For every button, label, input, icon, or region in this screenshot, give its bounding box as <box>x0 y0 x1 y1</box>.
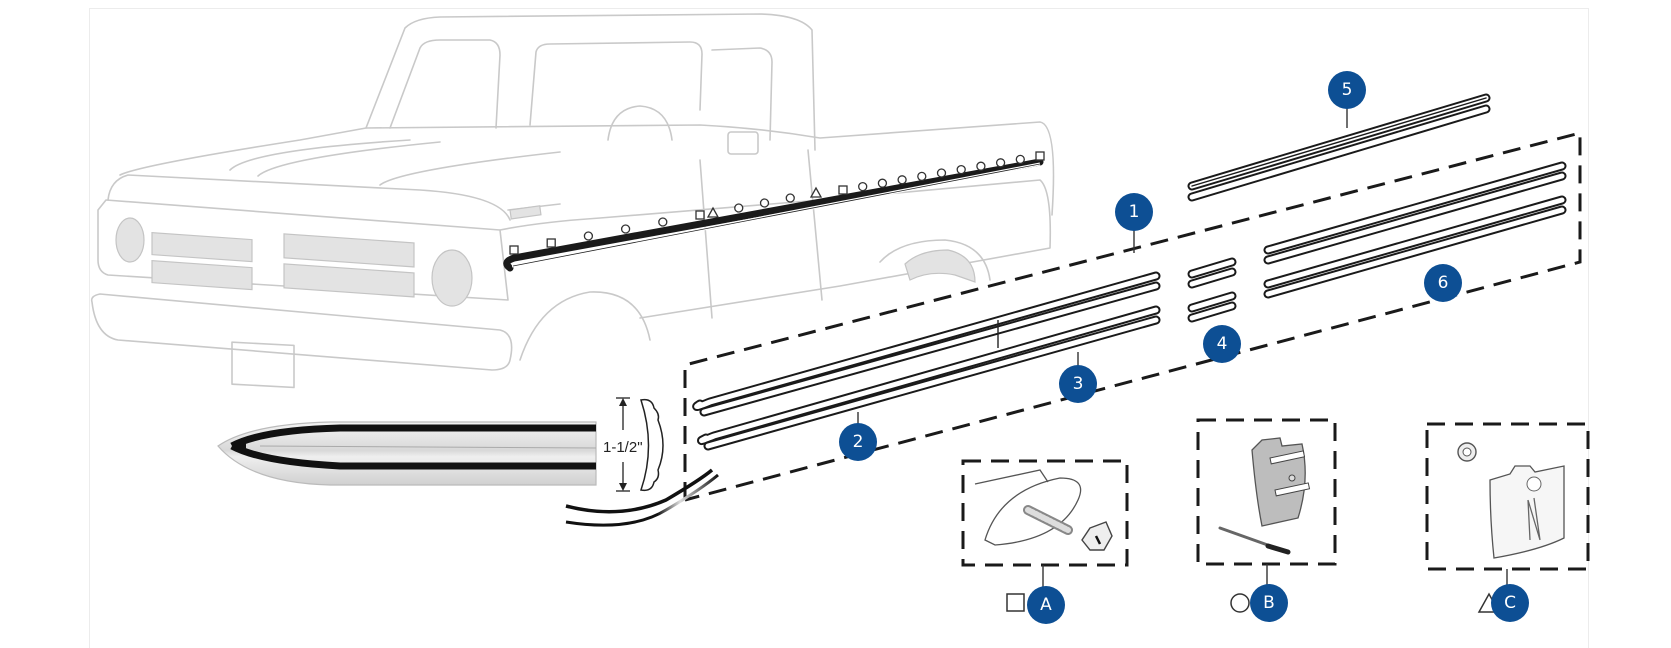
side-mirror <box>727 131 759 155</box>
clip-marker-square-icon <box>546 238 556 248</box>
door-front-edge <box>699 159 713 319</box>
clip-a-label: A <box>1040 595 1052 615</box>
clip-marker-circle-icon <box>956 164 966 175</box>
callout-2-label: 2 <box>853 432 864 452</box>
hood-line <box>119 121 1055 216</box>
callout-3[interactable]: 3 <box>1059 365 1097 403</box>
molding-2-lower <box>697 305 1161 451</box>
clip-a-detail <box>961 459 1129 588</box>
clip-b-label: B <box>1263 593 1275 613</box>
diagram-panel <box>89 8 1589 648</box>
clip-callout-b[interactable]: B <box>1230 584 1288 622</box>
installed-molding <box>503 158 1044 272</box>
cab-outline <box>365 13 816 151</box>
clip-marker-triangle-icon <box>706 206 720 218</box>
callout-5[interactable]: 5 <box>1328 71 1366 109</box>
clip-marker-circle-icon <box>917 171 927 182</box>
clip-position-markers <box>509 151 1045 255</box>
square-marker-icon <box>1006 593 1025 612</box>
clip-marker-square-icon <box>1035 151 1045 161</box>
clip-marker-circle-icon <box>858 181 868 192</box>
windshield-right <box>529 41 703 126</box>
callout-5-label: 5 <box>1342 80 1353 100</box>
molding-5-cab <box>1187 93 1491 202</box>
clip-marker-square-icon <box>695 210 705 220</box>
callout-1-label: 1 <box>1129 202 1140 222</box>
callout-6-label: 6 <box>1438 273 1449 293</box>
clip-marker-circle-icon <box>759 198 770 208</box>
side-window <box>711 47 773 141</box>
clip-marker-circle-icon <box>897 175 907 185</box>
callout-1[interactable]: 1 <box>1115 193 1153 231</box>
clip-callout-c[interactable]: C <box>1477 584 1529 622</box>
clip-marker-circle-icon <box>620 224 631 234</box>
clip-marker-circle-icon <box>583 231 594 241</box>
clip-marker-circle-icon <box>734 203 744 213</box>
clip-marker-circle-icon <box>976 161 986 171</box>
rear-wheel-arch <box>879 239 991 281</box>
molding-closeup <box>217 421 719 527</box>
clip-marker-circle-icon <box>877 178 888 188</box>
callout-4[interactable]: 4 <box>1203 325 1241 363</box>
clip-marker-circle-icon <box>658 217 668 227</box>
clip-c-detail <box>1425 422 1590 588</box>
callout-4-label: 4 <box>1217 334 1228 354</box>
molding-3-upper <box>692 271 1161 417</box>
steering-wheel <box>607 105 673 141</box>
clip-marker-circle-icon <box>936 168 947 178</box>
clip-marker-triangle-icon <box>809 186 823 198</box>
hood-front <box>107 174 511 221</box>
windshield-left <box>389 39 501 129</box>
clip-marker-square-icon <box>838 185 848 195</box>
circle-marker-icon <box>1230 593 1250 613</box>
dimension-indicator: 1-1/2" <box>603 397 664 492</box>
clip-marker-square-icon <box>509 245 519 255</box>
license-plate <box>231 341 295 389</box>
left-headlight <box>115 217 145 263</box>
clip-callout-a[interactable]: A <box>1006 586 1065 624</box>
molding-group-boundary <box>683 131 1582 502</box>
clip-b-detail <box>1196 418 1337 588</box>
molding-6-bed <box>1263 161 1567 299</box>
clip-marker-circle-icon <box>1015 154 1025 165</box>
callout-2[interactable]: 2 <box>839 423 877 461</box>
truck-illustration <box>90 13 1055 389</box>
clip-c-label: C <box>1504 593 1516 613</box>
front-bumper <box>90 293 513 371</box>
door-rear-edge <box>807 149 823 301</box>
callout-3-label: 3 <box>1073 374 1084 394</box>
molding-4-short <box>1187 257 1237 323</box>
front-wheel-arch <box>519 291 651 361</box>
callout-6[interactable]: 6 <box>1424 264 1462 302</box>
right-headlight <box>431 249 473 307</box>
clip-marker-circle-icon <box>995 158 1006 168</box>
clip-marker-circle-icon <box>785 193 795 203</box>
dimension-label: 1-1/2" <box>603 439 643 456</box>
